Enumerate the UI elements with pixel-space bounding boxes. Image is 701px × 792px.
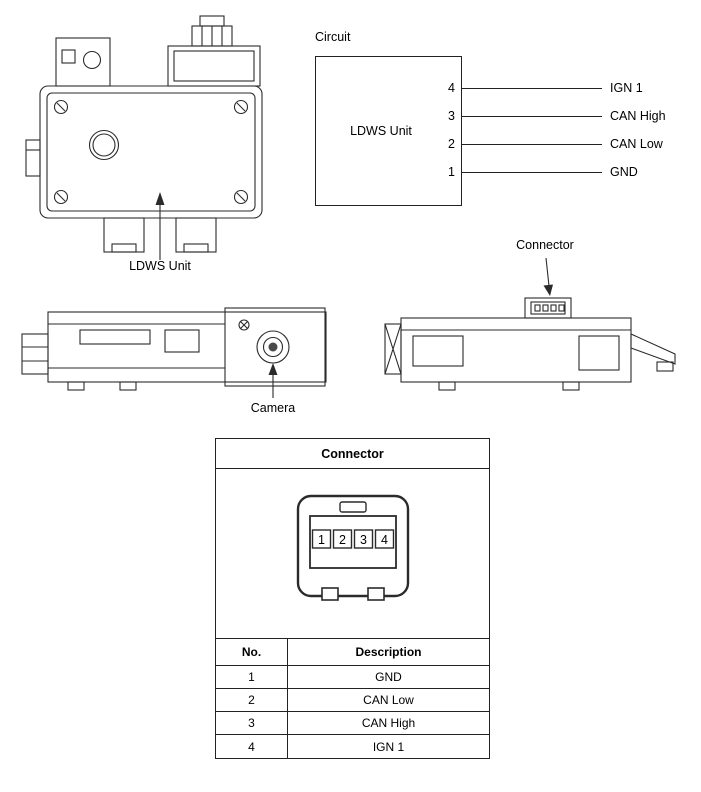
table-cell-no: 3	[216, 712, 288, 734]
connector-label: Connector	[516, 238, 574, 252]
circuit-pin-label: IGN 1	[610, 81, 643, 95]
side-body-outline	[400, 317, 632, 383]
circuit-pin-number: 3	[448, 109, 455, 123]
connector-pin-number: 3	[360, 533, 367, 547]
connector-pin-number: 1	[318, 533, 325, 547]
table-cell-no: 2	[216, 689, 288, 711]
circuit-pin-row: 3 CAN High	[313, 108, 666, 124]
table-header-row: No. Description	[216, 639, 489, 666]
table-cell-description: GND	[375, 670, 402, 684]
circuit-pin-row: 1 GND	[313, 164, 638, 180]
top-connector-cap	[199, 15, 225, 27]
ldws-unit-top-view-drawing	[25, 15, 263, 260]
screw-icon	[53, 99, 249, 205]
camera-label: Camera	[250, 401, 296, 415]
ldws-unit-side-view-connector-drawing	[384, 257, 676, 391]
connector-drawing-cell: 1 2 3 4	[216, 469, 489, 639]
circuit-pin-number: 1	[448, 165, 455, 179]
circuit-pin-label: GND	[610, 165, 638, 179]
circuit-pin-number: 2	[448, 137, 455, 151]
connector-inner-frame	[308, 514, 397, 569]
connector-pin-slot	[353, 528, 373, 549]
connector-socket	[524, 297, 572, 319]
table-header-description: Description	[355, 645, 422, 659]
connector-top-tab	[338, 500, 367, 513]
connector-face-drawing: 1 2 3 4	[296, 494, 409, 601]
circuit-section: Circuit LDWS Unit 4 IGN 1 3 CAN High 2 C…	[313, 30, 666, 225]
lens-hole	[88, 129, 120, 161]
table-cell-no: 1	[216, 666, 288, 688]
connector-pin-number: 4	[381, 533, 388, 547]
connector-bottom-notch	[320, 586, 339, 601]
table-header-no: No.	[216, 639, 288, 665]
table-cell-description: CAN High	[361, 716, 416, 730]
table-cell-no: 4	[216, 735, 288, 758]
table-row: 2 CAN Low	[216, 689, 489, 712]
unit-body-outline	[39, 85, 263, 219]
ldws-unit-label: LDWS Unit	[129, 259, 191, 273]
circuit-box	[315, 56, 462, 206]
top-left-block	[55, 37, 111, 87]
camera-arrow	[268, 363, 278, 398]
circuit-pin-label: CAN High	[610, 109, 666, 123]
connector-pin-slot	[332, 528, 352, 549]
circuit-title: Circuit	[315, 30, 351, 44]
table-row: 3 CAN High	[216, 712, 489, 735]
circuit-pin-number: 4	[448, 81, 455, 95]
table-row: 1 GND	[216, 666, 489, 689]
table-row: 4 IGN 1	[216, 735, 489, 758]
circuit-unit-label: LDWS Unit	[350, 123, 412, 138]
connector-pinout-table: Connector 1 2 3 4 No. Description	[215, 438, 490, 759]
circuit-wire-line	[462, 116, 602, 117]
ldws-unit-side-view-camera-drawing	[21, 307, 327, 398]
circuit-wire-line	[462, 88, 602, 89]
connector-bottom-notch	[366, 586, 385, 601]
circuit-pin-label: CAN Low	[610, 137, 663, 151]
connector-pin-number: 2	[339, 533, 346, 547]
screw-icon	[238, 319, 250, 331]
table-cell-description: CAN Low	[363, 693, 414, 707]
connector-table-title: Connector	[216, 439, 489, 469]
connector-pin-slot	[311, 528, 331, 549]
side-body-outline	[47, 311, 327, 383]
circuit-pin-row: 4 IGN 1	[313, 80, 643, 96]
ldws-unit-arrow	[155, 192, 165, 260]
connector-arrow	[543, 257, 553, 296]
circuit-wire-line	[462, 144, 602, 145]
circuit-pin-row: 2 CAN Low	[313, 136, 663, 152]
camera-lens	[256, 330, 290, 364]
table-cell-description: IGN 1	[372, 739, 405, 754]
connector-outline	[296, 494, 409, 597]
circuit-wire-line	[462, 172, 602, 173]
connector-pin-slot	[374, 528, 394, 549]
